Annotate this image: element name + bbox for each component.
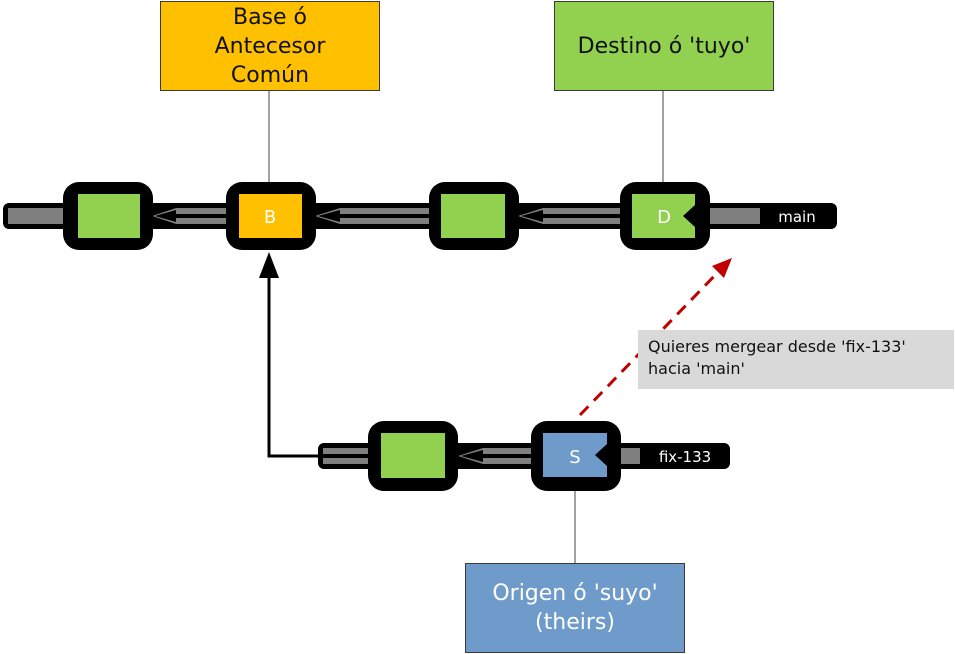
commit-base[interactable]: B — [226, 182, 316, 250]
source-label-box: Origen ó 'suyo' (theirs) — [465, 563, 685, 653]
commit-fix-1[interactable] — [368, 421, 458, 491]
fix-link-1 — [458, 448, 535, 464]
commit-main-3[interactable] — [429, 182, 519, 250]
target-label-text: Destino ó 'tuyo' — [577, 33, 751, 59]
fix-branch-label: fix-133 — [659, 448, 711, 466]
base-label-text: Base ó Antecesor Común — [214, 4, 326, 88]
merge-note-line2: hacia 'main' — [648, 359, 745, 378]
merge-note: Quieres mergear desde 'fix-133' hacia 'm… — [638, 330, 954, 389]
merge-arrowhead-icon — [712, 258, 732, 278]
main-link-1 — [152, 208, 236, 224]
commit-source-letter: S — [569, 447, 580, 468]
fork-parent-arrow — [259, 252, 320, 458]
commit-source[interactable]: S — [531, 421, 621, 491]
target-label-box: Destino ó 'tuyo' — [554, 1, 774, 91]
source-label-line2: (theirs) — [535, 610, 615, 635]
source-label-line1: Origen ó 'suyo' — [492, 581, 658, 606]
main-link-3 — [518, 208, 621, 224]
commit-base-letter: B — [264, 207, 276, 228]
main-link-2 — [315, 208, 432, 224]
commit-main-1[interactable] — [63, 182, 153, 250]
base-label-box: Base ó Antecesor Común — [160, 1, 380, 91]
merge-note-line1: Quieres mergear desde 'fix-133' — [648, 337, 906, 356]
commit-target[interactable]: D — [620, 182, 710, 250]
commit-target-letter: D — [657, 207, 671, 228]
main-branch-label: main — [778, 208, 815, 226]
